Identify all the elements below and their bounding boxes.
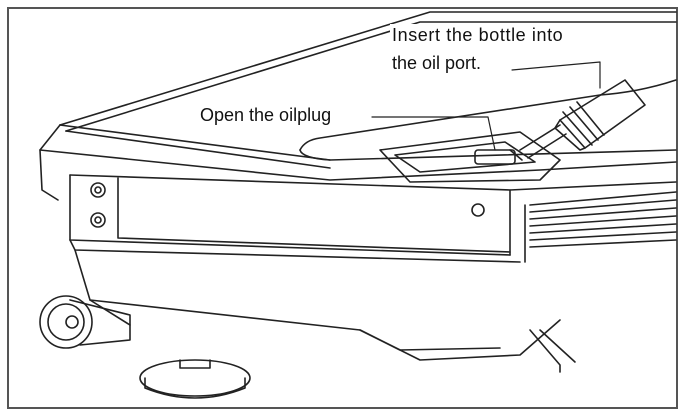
callout-open-oilplug: Open the oilplug — [198, 104, 334, 126]
running-belt — [529, 191, 677, 206]
bottle-nozzle — [519, 124, 561, 151]
figure-frame — [7, 7, 678, 409]
rail-screw — [90, 182, 106, 198]
leveling-foot — [139, 359, 251, 397]
rail-screw — [90, 212, 106, 228]
leader-line-open-plug — [371, 116, 496, 151]
transport-wheel — [39, 295, 93, 349]
access-panel — [299, 79, 677, 151]
rail-screw — [471, 203, 485, 217]
leader-line-insert-bottle — [511, 61, 601, 89]
callout-insert-bottle-line1: Insert the bottle into — [390, 24, 566, 46]
oil-bottle — [559, 79, 646, 149]
base-frame — [74, 249, 561, 361]
callout-insert-bottle-line2: the oil port. — [390, 52, 484, 74]
oil-port-housing — [379, 131, 561, 183]
motor-cover-front-edge — [39, 124, 61, 201]
motor-cover-top — [59, 11, 677, 126]
